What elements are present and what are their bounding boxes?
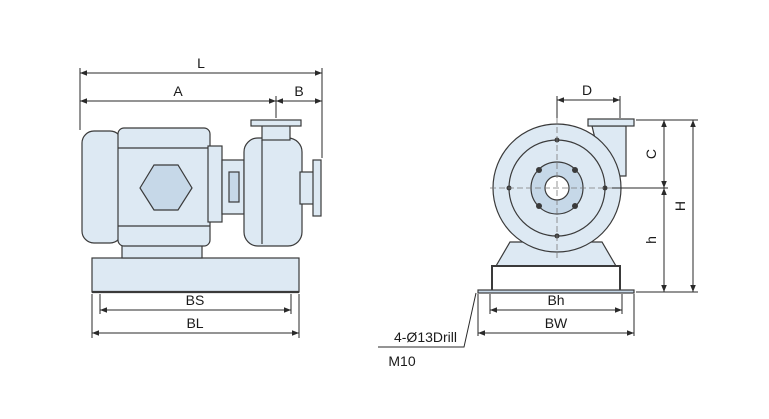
label-C: C [643, 149, 659, 159]
base-plate [91, 257, 300, 293]
label-D: D [582, 82, 592, 98]
base-feet [478, 265, 634, 293]
drill-leader [378, 292, 477, 348]
label-bolt: M10 [388, 353, 415, 369]
side-dimensions [79, 68, 323, 338]
motor-end-cap [81, 130, 123, 244]
pump-casing [243, 137, 303, 247]
label-B: B [294, 83, 303, 99]
side-view [81, 119, 322, 294]
front-dimensions [378, 96, 698, 348]
label-h: h [643, 236, 659, 244]
discharge-flange [250, 119, 302, 127]
front-view [477, 118, 635, 294]
label-BS: BS [186, 292, 205, 308]
suction-pipe [299, 171, 315, 205]
discharge-flange-top [587, 118, 635, 127]
motor-flange [207, 145, 223, 223]
label-BL: BL [186, 315, 203, 331]
terminal-box [139, 164, 193, 211]
label-L: L [197, 55, 205, 71]
label-Bh: Bh [547, 292, 564, 308]
suction-flange [312, 159, 322, 217]
label-A: A [173, 83, 183, 99]
label-drill: 4-Ø13Drill [394, 329, 457, 345]
label-BW: BW [545, 315, 568, 331]
label-H: H [672, 201, 688, 211]
